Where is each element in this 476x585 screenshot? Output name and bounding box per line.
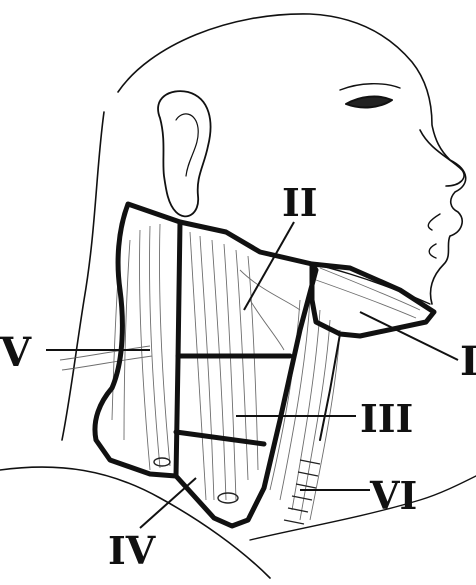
- level-label-IV: IV: [108, 532, 155, 570]
- leader-line-I: [360, 312, 458, 360]
- lips-outline: [428, 214, 440, 258]
- eye-outline: [346, 97, 392, 108]
- neck-muscle-hatching: [60, 224, 420, 520]
- eyebrow: [340, 84, 400, 90]
- level-boundary-posterior: [176, 222, 180, 476]
- level-label-VI: VI: [370, 477, 417, 515]
- leader-line-II: [244, 222, 294, 310]
- level-label-I: I: [460, 342, 476, 382]
- level-boundary-I: [312, 264, 434, 336]
- level-label-II: II: [282, 184, 318, 222]
- level-label-III: III: [360, 400, 413, 438]
- ear-outline: [158, 91, 210, 216]
- level-label-V: V: [0, 333, 31, 373]
- nape-outline: [62, 112, 104, 440]
- level-boundary-III-IV: [176, 432, 264, 444]
- clavicle-outline: [250, 476, 476, 540]
- leader-line-IV: [140, 478, 196, 528]
- nose-outline: [420, 130, 464, 186]
- ear-inner-fold: [176, 114, 198, 176]
- level-boundary-outer: [95, 204, 316, 526]
